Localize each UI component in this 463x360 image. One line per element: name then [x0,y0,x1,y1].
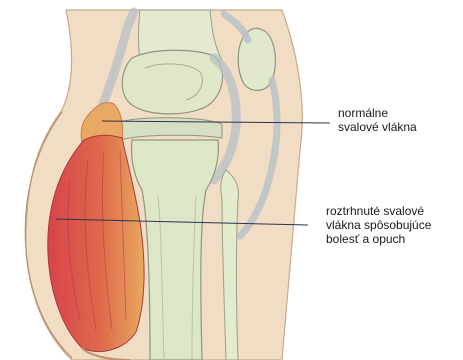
label-torn-line-2: vlákna spôsobujúce [326,218,431,232]
label-normal-line-2: svalové vlákna [338,120,417,134]
label-torn-fibers: roztrhnuté svalové vlákna spôsobujúce bo… [326,204,431,246]
label-torn-line-3: bolesť a opuch [326,232,431,246]
label-normal-fibers: normálne svalové vlákna [338,106,417,134]
label-normal-line-1: normálne [338,106,417,120]
label-torn-line-1: roztrhnuté svalové [326,204,431,218]
femur-condyle [122,50,222,114]
